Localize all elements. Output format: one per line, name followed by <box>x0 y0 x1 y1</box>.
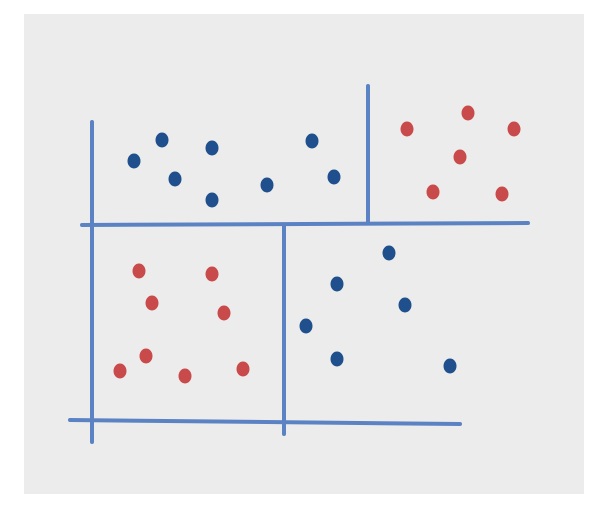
blue-data-point <box>205 192 219 208</box>
board-background <box>24 14 584 494</box>
blue-data-point <box>205 140 219 156</box>
blue-data-point <box>330 276 344 292</box>
red-data-point <box>113 363 127 379</box>
blue-data-point <box>155 132 169 148</box>
red-data-point <box>145 295 159 311</box>
blue-data-point <box>299 318 313 334</box>
red-data-point <box>178 368 192 384</box>
red-data-point <box>400 121 414 137</box>
region-bottom-left <box>113 263 250 384</box>
red-data-point <box>139 348 153 364</box>
red-data-point <box>507 121 521 137</box>
blue-data-point <box>127 153 141 169</box>
blue-data-point <box>382 245 396 261</box>
red-data-point <box>205 266 219 282</box>
red-data-point <box>461 105 475 121</box>
horizontal-split-line <box>80 221 530 227</box>
partition-lines <box>68 84 530 444</box>
region-top-right <box>400 105 521 202</box>
red-data-point <box>495 186 509 202</box>
red-data-point <box>453 149 467 165</box>
blue-data-point <box>443 358 457 374</box>
red-data-point <box>236 361 250 377</box>
blue-data-point <box>168 171 182 187</box>
blue-data-point <box>330 351 344 367</box>
x-axis-line <box>68 418 462 426</box>
blue-data-point <box>260 177 274 193</box>
red-data-point <box>426 184 440 200</box>
blue-data-point <box>398 297 412 313</box>
red-data-point <box>132 263 146 279</box>
blue-data-point <box>305 133 319 149</box>
data-points <box>113 105 521 384</box>
blue-data-point <box>327 169 341 185</box>
red-data-point <box>217 305 231 321</box>
region-bottom-right <box>299 245 457 374</box>
region-top-left <box>127 132 341 208</box>
